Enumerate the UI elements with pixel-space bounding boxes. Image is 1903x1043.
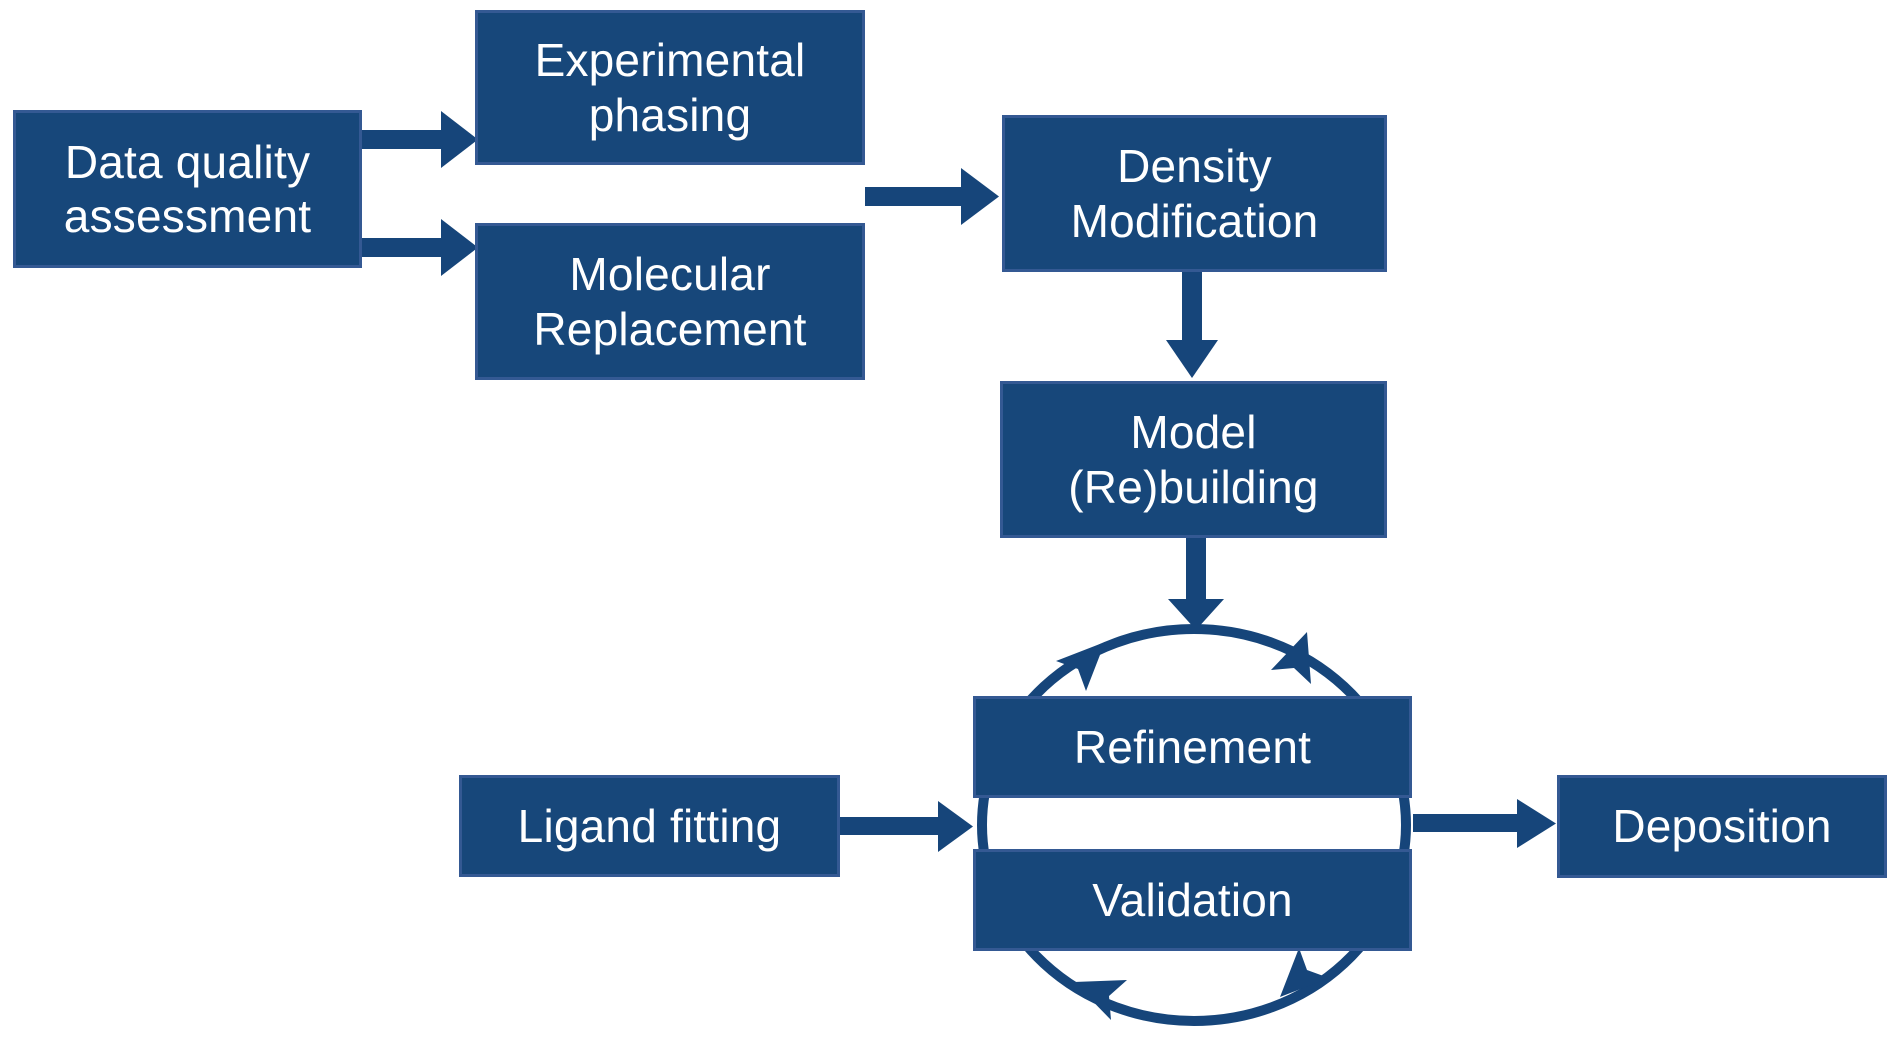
node-experimental-phasing: Experimental phasing [475, 10, 865, 165]
node-label-data-quality-assessment: Data quality assessment [63, 135, 312, 242]
node-model-rebuilding: Model (Re)building [1000, 381, 1387, 538]
cycle-arrowhead-bottom-left-icon [1074, 980, 1127, 1020]
arrow-dqa-to-experimental-phasing [362, 111, 478, 168]
arrow-density-to-model-rebuilding [1166, 272, 1218, 378]
node-ligand-fitting: Ligand fitting [459, 775, 840, 877]
node-label-model-rebuilding: Model (Re)building [1068, 406, 1319, 513]
node-data-quality-assessment: Data quality assessment [13, 110, 362, 268]
node-refinement: Refinement [973, 696, 1412, 798]
cycle-arrowhead-bottom-right-icon [1280, 948, 1329, 997]
arrow-phasing-to-density-modification [865, 168, 999, 225]
node-label-refinement: Refinement [1073, 720, 1312, 773]
refinement-validation-cycle [977, 624, 1411, 1026]
cycle-arrowhead-top-right-icon [1271, 632, 1311, 684]
cycle-arrowhead-top-left-icon [1056, 642, 1105, 691]
cycle-circle [977, 624, 1411, 1026]
node-deposition: Deposition [1557, 775, 1887, 878]
node-validation: Validation [973, 849, 1412, 951]
node-density-modification: Density Modification [1002, 115, 1387, 272]
node-molecular-replacement: Molecular Replacement [475, 223, 865, 380]
node-label-molecular-replacement: Molecular Replacement [533, 248, 807, 355]
node-label-density-modification: Density Modification [1070, 140, 1319, 247]
arrow-cycle-to-deposition [1413, 799, 1556, 848]
node-label-validation: Validation [1092, 873, 1293, 926]
node-label-deposition: Deposition [1612, 800, 1832, 853]
arrow-dqa-to-molecular-replacement [362, 219, 478, 276]
node-label-ligand-fitting: Ligand fitting [517, 799, 782, 852]
arrow-model-to-cycle [1168, 538, 1224, 630]
node-label-experimental-phasing: Experimental phasing [534, 34, 806, 141]
arrow-ligand-to-cycle [840, 801, 973, 852]
